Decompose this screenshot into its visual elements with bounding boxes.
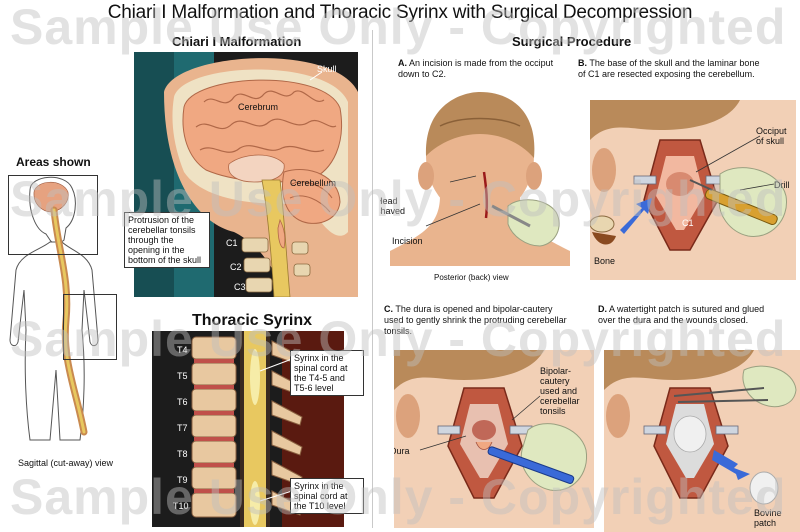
bone-label: Bone [594,256,616,266]
step-a-caption: A. An incision is made from the occiput … [398,58,558,80]
vertebra-t6: T6 [177,397,188,407]
center-divider [372,30,373,528]
step-a-text: An incision is made from the occiput dow… [398,58,554,79]
body-silhouette-illustration [0,170,130,450]
step-c-letter: C. [384,304,393,314]
procedure-title: Surgical Procedure [512,34,632,49]
step-b-text: The base of the skull and the laminar bo… [578,58,760,79]
step-b-caption: B. The base of the skull and the laminar… [578,58,768,80]
chiari-illustration: Skull Cerebrum Cerebellum C1 C2 C3 [134,52,358,297]
step-c-text: The dura is opened and bipolar-cautery u… [384,304,567,336]
incision-label: Incision [392,236,423,246]
step-d-illustration: Bovine patch [604,350,800,532]
chiari-callout: Protrusion of the cerebellar tonsils thr… [124,212,210,268]
step-a-illustration: Head shaved Incision [380,86,580,266]
syrinx-title: Thoracic Syrinx [192,312,313,329]
step-a-letter: A. [398,58,407,68]
cerebrum-label: Cerebrum [238,102,279,112]
bipolar-label: Bipolar-cautery used and cerebellar tons… [540,366,580,416]
occiput-label: Occiput of skull [756,126,787,146]
step-d-letter: D. [598,304,607,314]
head-shaved-label: Head shaved [380,196,406,216]
dura-label: Dura [394,446,410,456]
bovine-patch-label: Bovine patch [754,508,782,528]
cerebellum-label: Cerebellum [290,178,337,188]
step-d-text: A watertight patch is sutured and glued … [598,304,765,325]
vertebra-t10: T10 [173,501,189,511]
step-b-illustration: Occiput of skull Drill Bone C1 [590,100,796,280]
vertebra-t8: T8 [177,449,188,459]
step-c-caption: C. The dura is opened and bipolar-cauter… [384,304,570,337]
step-b-letter: B. [578,58,587,68]
sagittal-caption: Sagittal (cut-away) view [18,458,114,468]
page-title: Chiari I Malformation and Thoracic Syrin… [107,2,693,23]
syrinx-callout-upper: Syrinx in the spinal cord at the T4-5 an… [290,350,364,396]
vertebra-t5: T5 [177,371,188,381]
c1-label: C1 [226,238,238,248]
step-d-caption: D. A watertight patch is sutured and glu… [598,304,778,326]
head-area-frame [8,175,98,255]
vertebra-t4: T4 [177,345,188,355]
vertebra-t7: T7 [177,423,188,433]
skull-label: Skull [317,64,337,74]
c1-bone-label: C1 [682,218,694,228]
c3-label: C3 [234,282,246,292]
vertebra-t9: T9 [177,475,188,485]
posterior-view-caption: Posterior (back) view [434,273,509,282]
chiari-title: Chiari I Malformation [172,34,302,49]
thoracic-area-frame [63,294,117,360]
c2-label: C2 [230,262,242,272]
step-c-illustration: Bipolar-cautery used and cerebellar tons… [394,350,594,528]
syrinx-callout-lower: Syrinx in the spinal cord at the T10 lev… [290,478,364,514]
drill-label: Drill [774,180,790,190]
areas-shown-label: Areas shown [16,155,91,169]
